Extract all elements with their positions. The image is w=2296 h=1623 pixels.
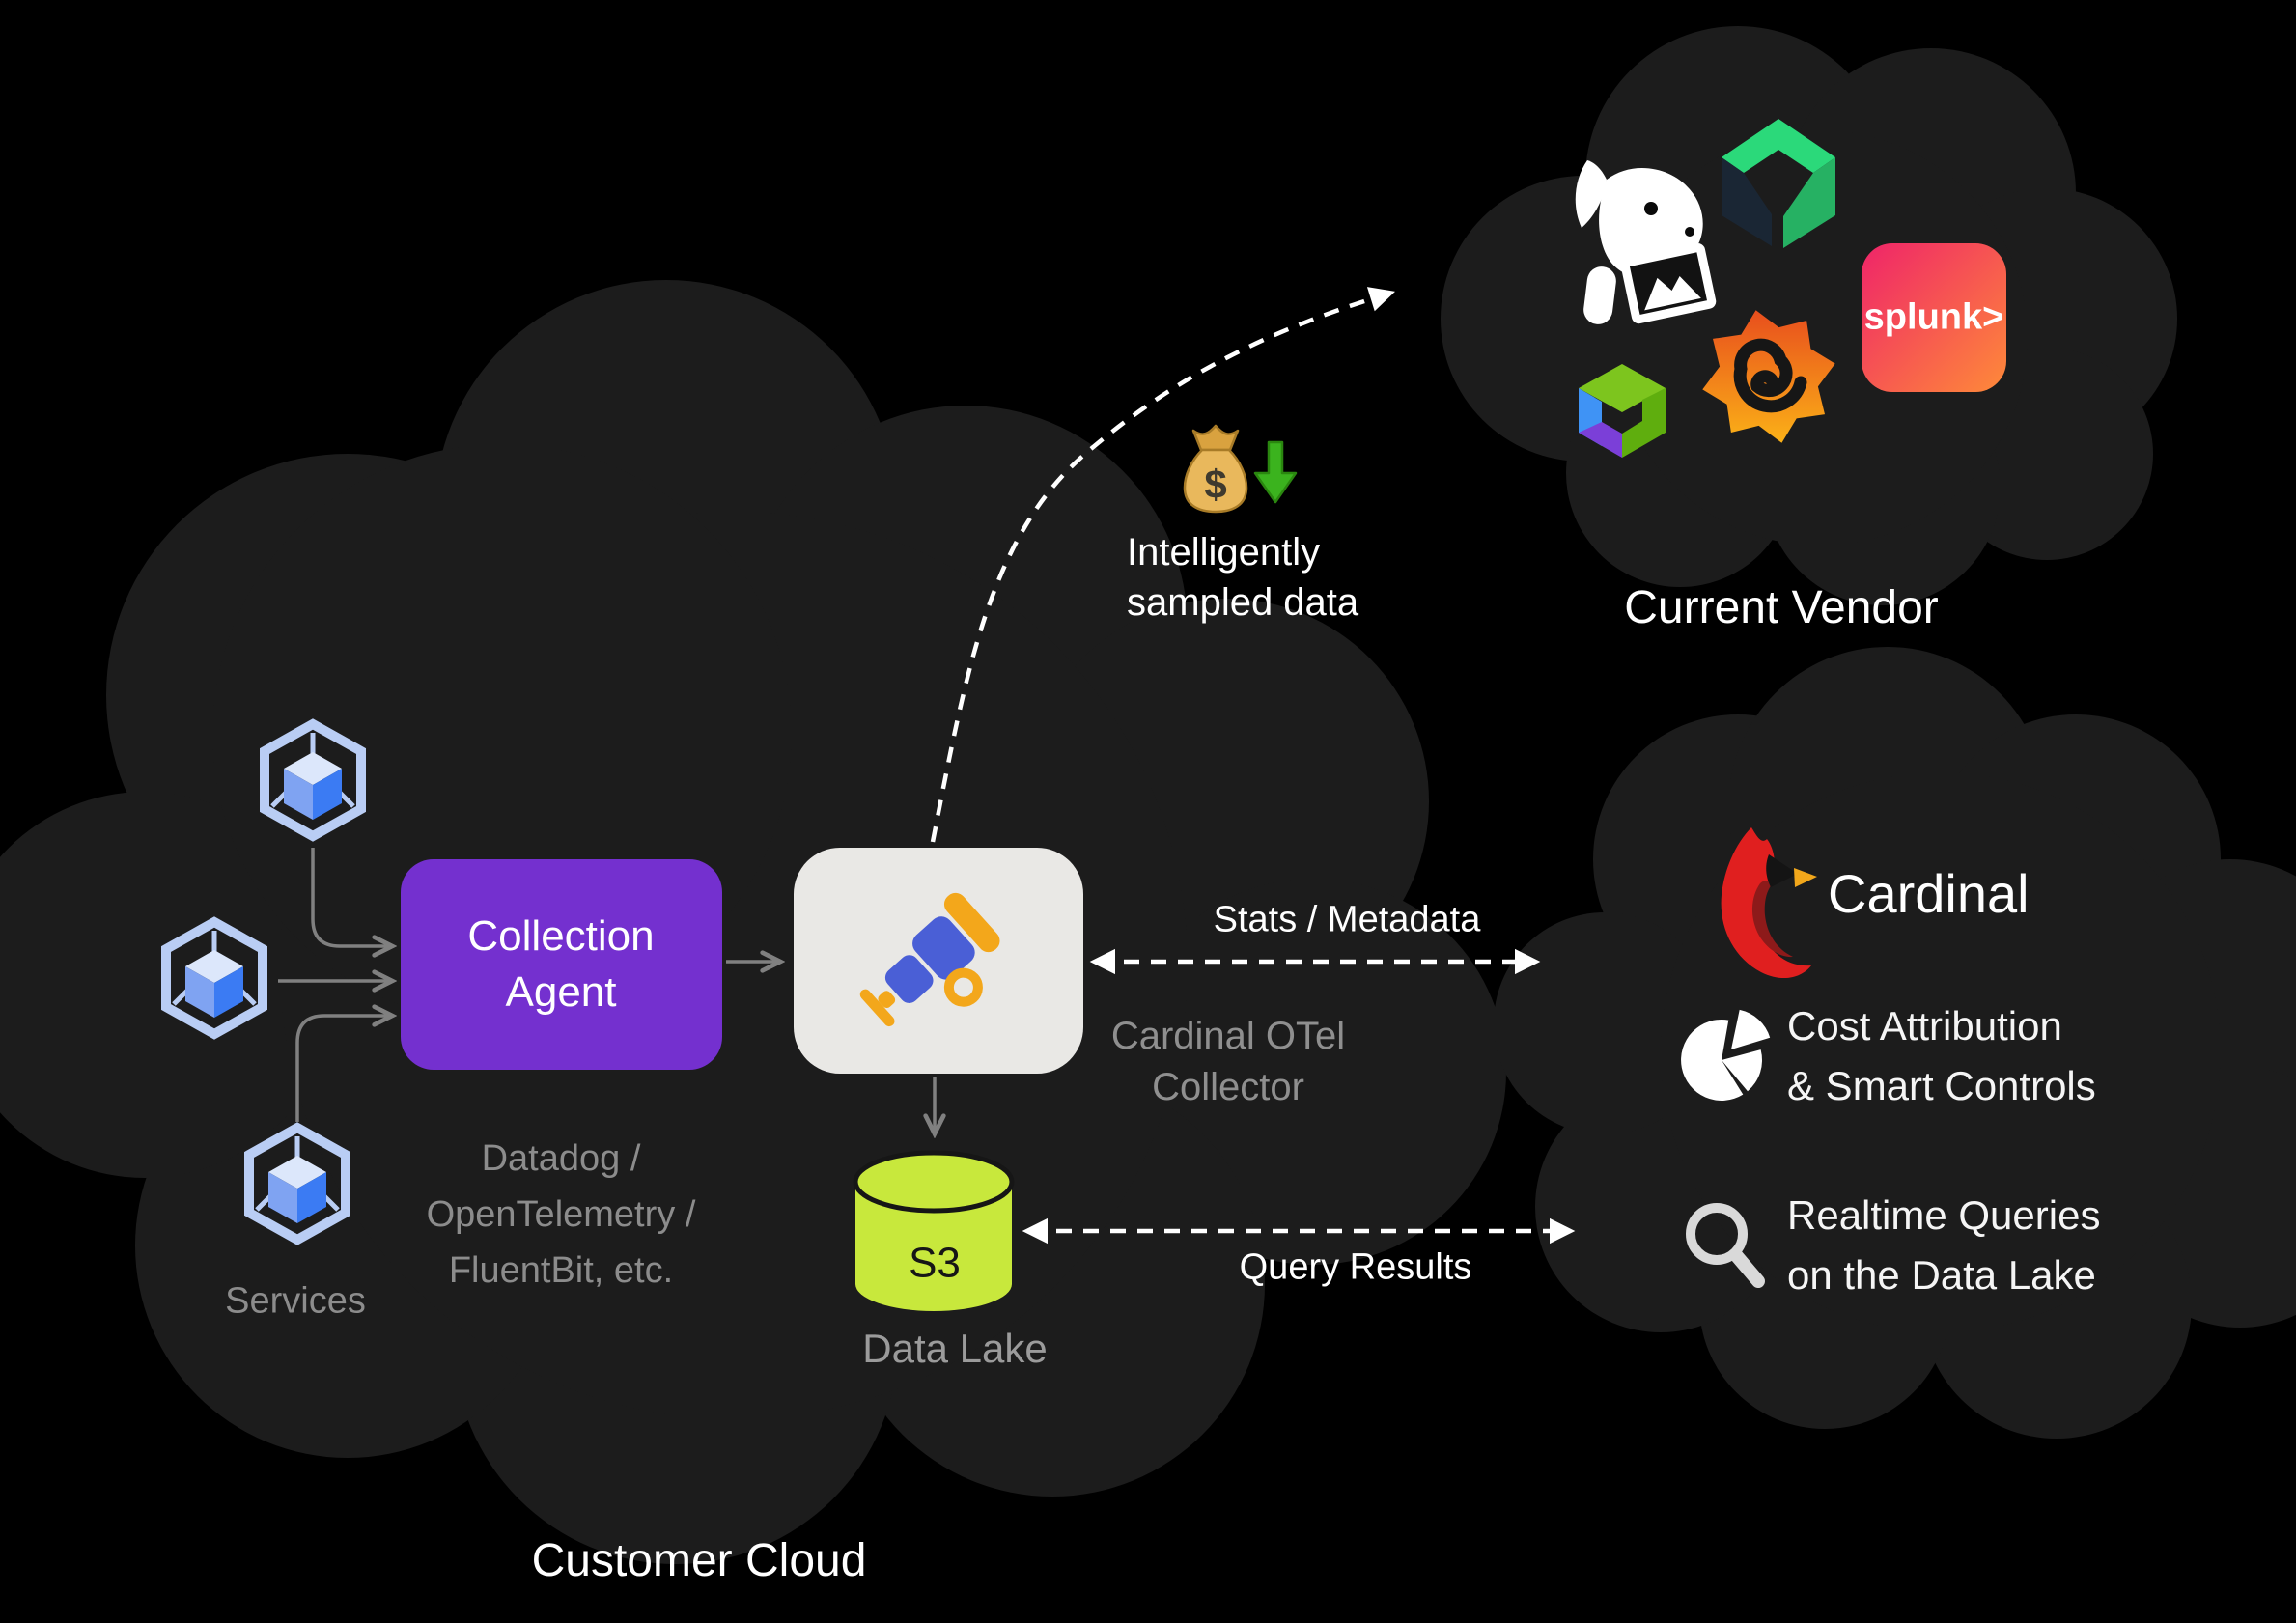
- search-icon: [1686, 1203, 1765, 1288]
- sampled-data-curve-arrow: [930, 287, 1395, 843]
- telescope-icon: [859, 892, 1000, 1027]
- current-vendor-cloud-shape: [1441, 26, 2177, 605]
- splunk-wordmark: splunk>: [1863, 296, 2004, 338]
- service3-to-agent-arrow: [295, 1016, 390, 1122]
- cardinal-feature-queries: Realtime Queries on the Data Lake: [1787, 1192, 2101, 1298]
- service-cube-icon: [244, 1122, 350, 1245]
- collection-agent-label: Collection Agent: [467, 912, 655, 1016]
- money-bag-icon: $: [1183, 424, 1248, 514]
- services-label: Services: [225, 1280, 366, 1322]
- collection-agent-box: [401, 859, 722, 1070]
- service-icons: [161, 718, 366, 1245]
- datadog-logo: [1575, 160, 1717, 324]
- collection-agent-sublabel: Datadog / OpenTelemetry / FluentBit, etc…: [426, 1138, 696, 1291]
- decrease-arrow-icon: [1253, 440, 1298, 504]
- sampled-data-label: Intelligently sampled data: [1127, 531, 1359, 624]
- internal-flow-arrows: [278, 848, 935, 1132]
- query-results-label: Query Results: [1239, 1246, 1472, 1288]
- grafana-logo: [1702, 310, 1835, 443]
- service-cube-icon: [260, 718, 366, 842]
- s3-badge: S3: [909, 1239, 961, 1287]
- chronosphere-logo: [1722, 119, 1835, 248]
- dollar-sign: $: [1204, 462, 1226, 507]
- otel-collector-label: Cardinal OTel Collector: [1110, 1015, 1346, 1108]
- stats-metadata-label: Stats / Metadata: [1213, 899, 1481, 940]
- cardinal-brand: Cardinal: [1828, 863, 2030, 924]
- s3-cylinder-icon: [853, 1150, 1015, 1311]
- service1-to-agent-arrow: [311, 848, 390, 946]
- pie-chart-icon: [1681, 1009, 1771, 1101]
- observability-cube-logo: [1579, 364, 1666, 458]
- service-cube-icon: [161, 916, 267, 1040]
- cardinal-bird-logo: [1721, 827, 1817, 979]
- current-vendor-logos: [1575, 119, 2006, 458]
- current-vendor-title: Current Vendor: [1624, 582, 1939, 633]
- data-lake-label: Data Lake: [862, 1325, 1048, 1371]
- splunk-logo: [1862, 243, 2006, 392]
- cardinal-feature-cost: Cost Attribution & Smart Controls: [1787, 1003, 2096, 1108]
- cardinal-cloud-shape: [1494, 647, 2296, 1439]
- customer-cloud-title: Customer Cloud: [531, 1535, 867, 1586]
